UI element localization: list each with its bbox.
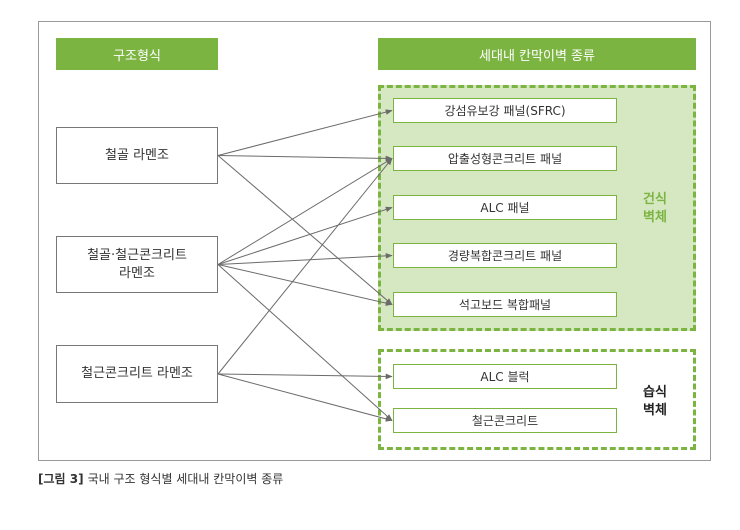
link-arrow [217, 206, 393, 265]
link-arrow [217, 157, 393, 375]
source-label: 철골·철근콘크리트 라멘조 [87, 247, 187, 281]
wet-wall-label: 습식 벽체 [630, 384, 680, 420]
target-alc-block: ALC 블럭 [393, 364, 617, 389]
link-arrow [217, 253, 393, 265]
target-reinforced-concrete: 철근콘크리트 [393, 408, 617, 433]
link-arrow [217, 264, 393, 421]
source-label: 철근콘크리트 라멘조 [81, 366, 193, 381]
figure-caption: [그림 3]국내 구조 형식별 세대내 칸막이벽 종류 [38, 470, 283, 487]
dry-wall-label-line1: 건식 [643, 192, 667, 207]
link-arrow [217, 109, 393, 156]
target-gypsum-composite-panel: 석고보드 복합패널 [393, 292, 617, 317]
dry-wall-label: 건식 벽체 [630, 191, 680, 227]
target-lightweight-composite-panel: 경량복합콘크리트 패널 [393, 243, 617, 268]
caption-text: 국내 구조 형식별 세대내 칸막이벽 종류 [87, 472, 284, 486]
link-arrow [217, 158, 393, 265]
source-rc-rahmen: 철근콘크리트 라멘조 [56, 345, 218, 403]
figure-number: [그림 3] [38, 472, 84, 486]
source-steel-rahmen: 철골 라멘조 [56, 127, 218, 184]
target-sfrc-panel: 강섬유보강 패널(SFRC) [393, 98, 617, 123]
wet-wall-label-line1: 습식 [643, 385, 667, 400]
target-alc-panel: ALC 패널 [393, 195, 617, 220]
link-arrow [217, 264, 393, 306]
source-src-rahmen: 철골·철근콘크리트 라멘조 [56, 236, 218, 293]
structure-type-header: 구조형식 [56, 38, 218, 70]
wet-wall-label-line2: 벽체 [643, 403, 667, 418]
link-arrow [217, 373, 393, 422]
link-arrow [217, 155, 393, 305]
link-arrow [217, 373, 393, 380]
source-label: 철골 라멘조 [105, 147, 169, 163]
target-extruded-concrete-panel: 압출성형콘크리트 패널 [393, 146, 617, 171]
link-arrow [217, 155, 393, 162]
partition-type-header: 세대내 칸막이벽 종류 [378, 38, 696, 70]
dry-wall-label-line2: 벽체 [643, 210, 667, 225]
